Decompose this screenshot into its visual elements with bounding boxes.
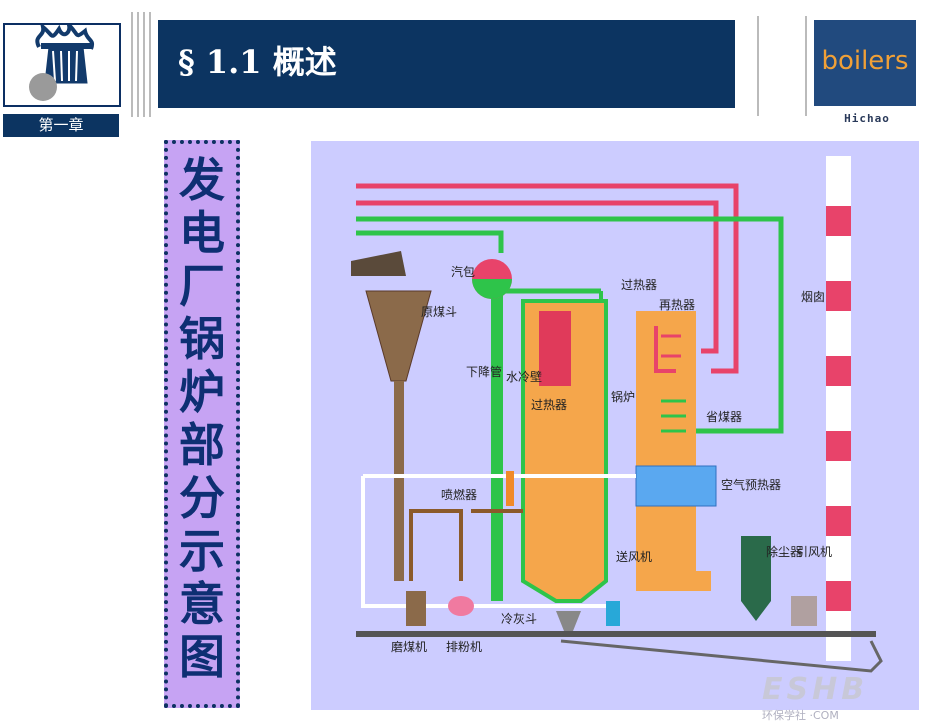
divider (757, 16, 759, 116)
side-title-panel: 发电厂锅炉部分示意图 (164, 140, 240, 708)
label-dust-collector: 除尘器 (766, 544, 802, 559)
label-ash-hopper: 冷灰斗 (501, 612, 537, 626)
coal-hopper (365, 290, 432, 382)
economizer-coil (661, 399, 686, 433)
power-plant-boiler-diagram: 汽包 原煤斗 下降管 水冷壁 过热器 过热器 再热器 锅炉 省煤器 烟囱 空气预… (311, 141, 919, 710)
label-superheater-furnace: 过热器 (531, 398, 567, 412)
reheat-pipe (356, 183, 739, 374)
brand-logo: boilers (814, 20, 916, 106)
side-title-char: 图 (179, 630, 225, 684)
coal-feeder (394, 381, 404, 581)
divider (137, 12, 139, 117)
superheater-coil (654, 326, 676, 373)
steam-drum (472, 279, 512, 299)
furnace-superheater (539, 311, 571, 386)
downcomer (491, 291, 503, 601)
label-burner: 喷燃器 (441, 487, 477, 502)
air-duct (361, 476, 606, 608)
watermark: ESHB 环保学社 ·COM (762, 672, 934, 722)
dust-collector (741, 536, 771, 621)
coal-conveyor (351, 251, 406, 276)
brand-logo-text: boilers (821, 46, 909, 76)
powder-fan (448, 596, 474, 616)
label-drum: 汽包 (451, 264, 475, 279)
divider (131, 12, 133, 117)
label-superheater-top: 过热器 (621, 278, 657, 292)
convection-pass (636, 311, 711, 591)
side-title: 发电厂锅炉部分示意图 (168, 154, 236, 684)
label-forced-fan: 送风机 (616, 549, 652, 564)
label-boiler: 锅炉 (611, 389, 635, 404)
ground-line (356, 631, 876, 637)
label-induced-fan: 引风机 (796, 545, 832, 559)
reheater-coil (661, 334, 681, 358)
burner (506, 471, 514, 506)
label-coal-mill: 磨煤机 (391, 640, 427, 654)
page-title: § 1.1 概述 (178, 43, 337, 81)
label-reheater: 再热器 (659, 298, 695, 312)
side-title-char: 发 (179, 153, 225, 207)
brand-subtitle: Hichao (844, 112, 890, 125)
feedwater-pipe (356, 216, 784, 434)
side-title-char: 厂 (179, 259, 225, 313)
divider (805, 16, 807, 116)
side-title-char: 意 (179, 577, 225, 631)
title-bar: § 1.1 概述 (158, 20, 735, 108)
air-preheater (635, 465, 717, 507)
coal-mill (406, 591, 426, 626)
divider (149, 12, 151, 117)
trash-fire-icon (29, 18, 95, 101)
label-water-wall: 水冷壁 (506, 369, 542, 384)
side-title-char: 电 (179, 206, 225, 260)
ash-conveyor (560, 639, 883, 673)
chapter-label: 第一章 (3, 114, 119, 137)
ash-hopper (556, 611, 581, 631)
side-title-char: 部 (179, 418, 225, 472)
chimney (826, 156, 851, 661)
label-chimney: 烟囱 (801, 290, 825, 304)
chapter-logo (3, 18, 121, 107)
side-title-char: 分 (179, 471, 225, 525)
reheat-pipe (356, 200, 719, 354)
side-title-char: 炉 (179, 365, 225, 419)
label-downcomer: 下降管 (466, 364, 502, 379)
label-powder-fan: 排粉机 (446, 640, 482, 654)
induced-fan (791, 596, 817, 626)
label-economizer: 省煤器 (706, 410, 742, 424)
coal-pipe (409, 509, 463, 581)
forced-fan (606, 601, 620, 626)
label-coal-hopper: 原煤斗 (421, 305, 457, 319)
steam-pipe (498, 271, 601, 294)
watermark-text: ESHB (762, 672, 869, 707)
side-title-char: 示 (179, 524, 225, 578)
watermark-sub: 环保学社 ·COM (762, 709, 839, 722)
steam-pipe (356, 230, 504, 253)
label-air-preheater: 空气预热器 (721, 477, 781, 492)
boiler-diagram-svg: 汽包 原煤斗 下降管 水冷壁 过热器 过热器 再热器 锅炉 省煤器 烟囱 空气预… (351, 156, 883, 673)
divider (143, 12, 145, 117)
side-title-char: 锅 (179, 312, 225, 366)
